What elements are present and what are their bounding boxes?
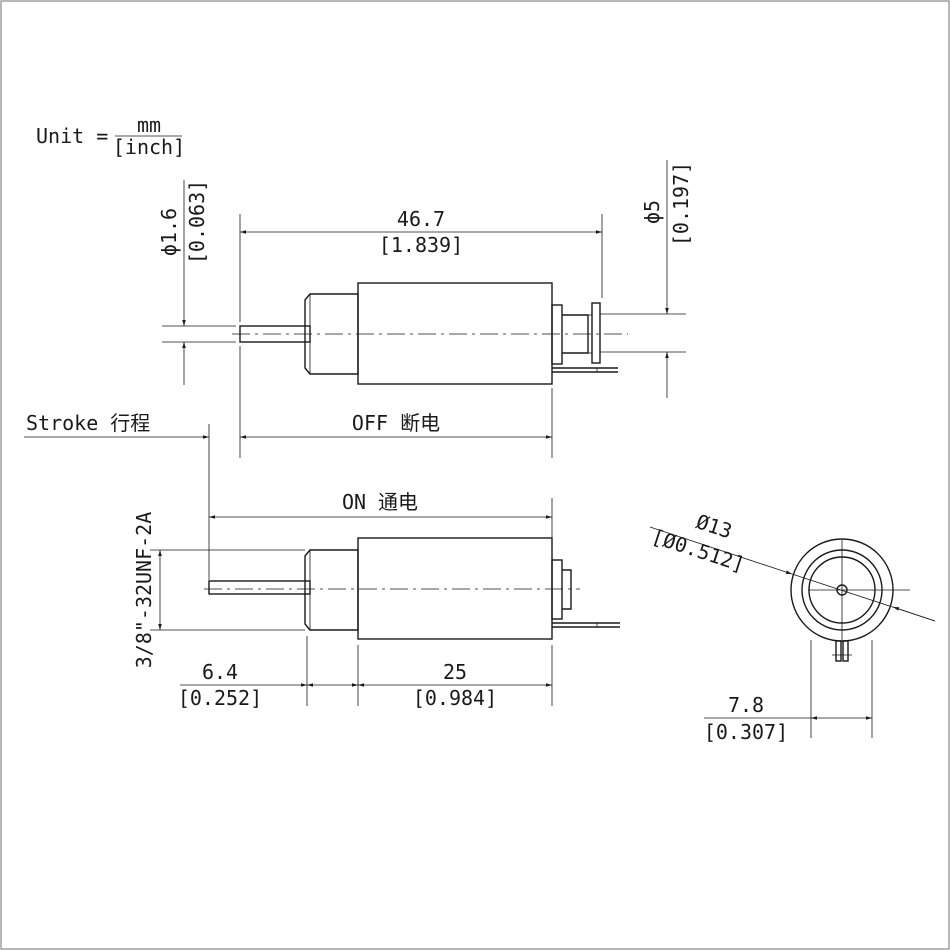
dim-thread-len-mm: 6.4 bbox=[202, 660, 238, 684]
dim-offset-inch: [0.307] bbox=[704, 720, 788, 744]
dim-thread-len-inch: [0.252] bbox=[178, 686, 262, 710]
dim-plunger-mm: ϕ1.6 bbox=[157, 208, 181, 256]
dim-head-diameter: ϕ5 [0.197] bbox=[600, 160, 693, 398]
on-label: ON 通电 bbox=[342, 490, 418, 514]
dim-thread-and-body: 6.4 [0.252] 25 [0.984] bbox=[178, 636, 553, 710]
dim-plunger-inch: [0.063] bbox=[185, 180, 209, 264]
dim-stroke: Stroke 行程 bbox=[24, 411, 210, 580]
solenoid-end-view bbox=[790, 538, 910, 662]
stroke-label: Stroke 行程 bbox=[26, 411, 150, 435]
dim-body-len-mm: 25 bbox=[443, 660, 467, 684]
solenoid-on-view bbox=[204, 537, 620, 640]
dim-off: OFF 断电 bbox=[239, 346, 553, 458]
unit-numerator: mm bbox=[137, 113, 161, 137]
dim-length-mm: 46.7 bbox=[397, 207, 445, 231]
dim-body-diameter: Ø13 [Ø0.512] bbox=[649, 509, 936, 622]
dim-overall-length: 46.7 [1.839] bbox=[239, 207, 603, 322]
dim-head-inch: [0.197] bbox=[669, 162, 693, 246]
solenoid-off-view bbox=[232, 282, 628, 385]
unit-label: Unit = bbox=[36, 124, 108, 148]
dim-offset: 7.8 [0.307] bbox=[704, 640, 873, 744]
dim-thread-mm: 3/8"-32UNF-2A bbox=[132, 512, 156, 669]
dim-plunger-diameter: ϕ1.6 [0.063] bbox=[157, 180, 236, 385]
dim-head-mm: ϕ5 bbox=[640, 200, 664, 224]
dim-offset-mm: 7.8 bbox=[728, 693, 764, 717]
off-label: OFF 断电 bbox=[352, 411, 440, 435]
unit-denominator: [inch] bbox=[113, 135, 185, 159]
dim-on: ON 通电 bbox=[209, 490, 553, 538]
dim-length-inch: [1.839] bbox=[379, 233, 463, 257]
dim-body-len-inch: [0.984] bbox=[413, 686, 497, 710]
unit-legend: Unit = mm [inch] bbox=[36, 113, 185, 159]
dim-thread: 3/8"-32UNF-2A bbox=[132, 512, 305, 669]
